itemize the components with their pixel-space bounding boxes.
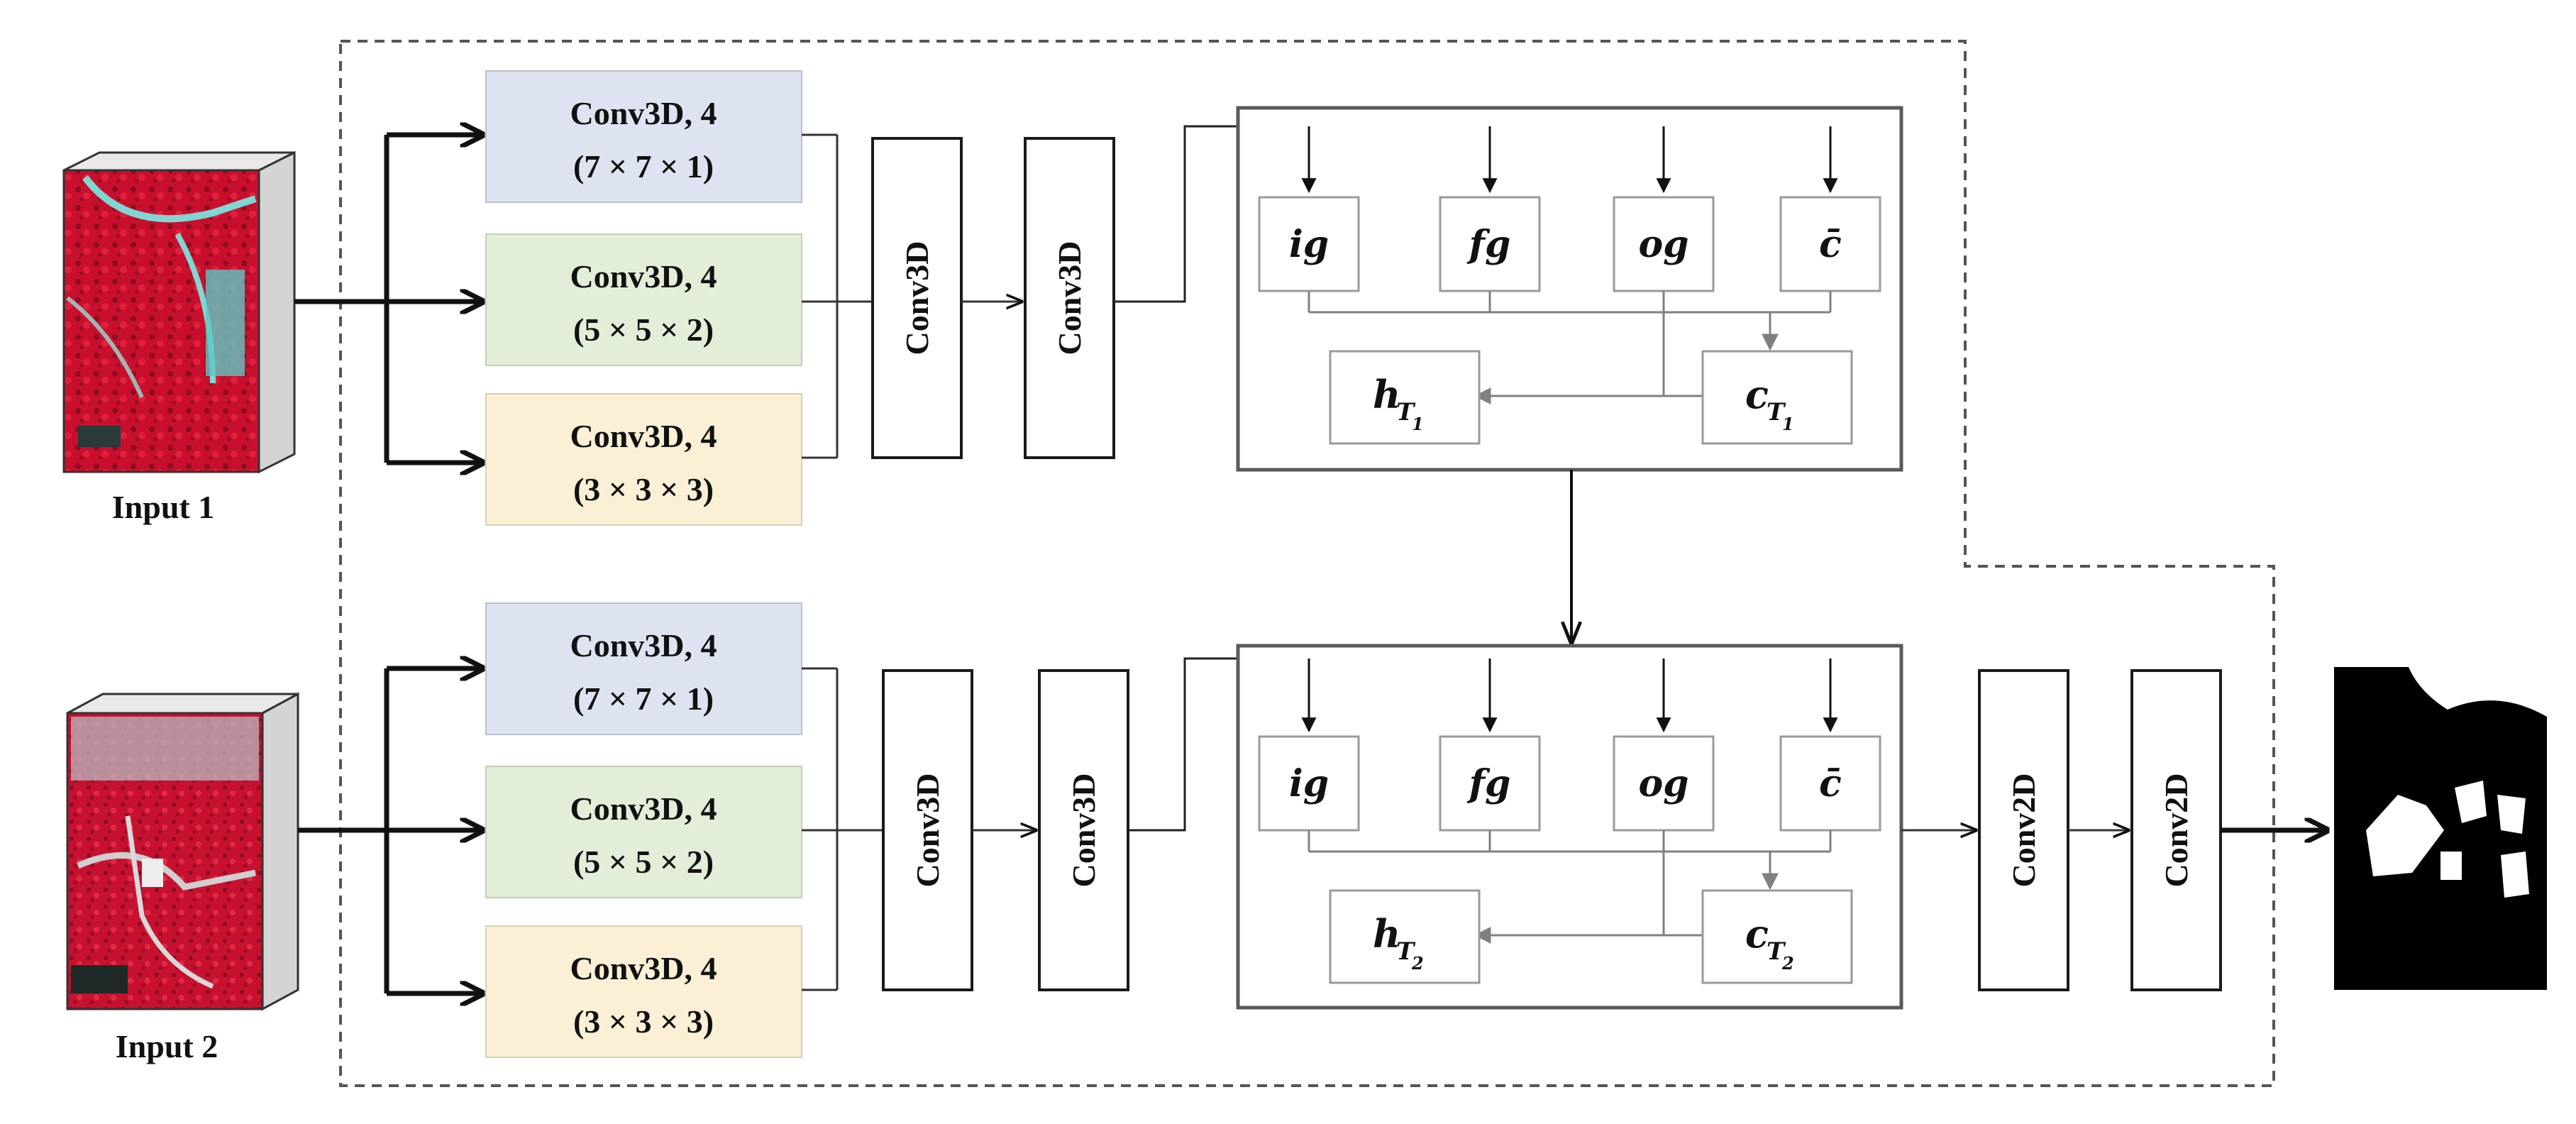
lstm-2-gate-cbar: c̄ xyxy=(1779,735,1881,832)
lstm-2-gate-fg: fg xyxy=(1439,735,1541,832)
input-1-image xyxy=(62,150,296,474)
svg-text:og: og xyxy=(1638,223,1688,266)
input-2-image xyxy=(66,692,299,1011)
branch-2-conv-5x5x2: Conv3D, 4 (5 × 5 × 2) xyxy=(485,766,802,898)
svg-text:c̄: c̄ xyxy=(1819,223,1842,266)
conv2d-2: Conv2D xyxy=(2130,669,2222,991)
lstm-2-cell-state: c T 2 xyxy=(1701,889,1853,984)
branch-1-conv-5x5x2: Conv3D, 4 (5 × 5 × 2) xyxy=(485,233,802,366)
svg-text:Conv2D: Conv2D xyxy=(2006,773,2042,887)
svg-text:ig: ig xyxy=(1289,762,1329,805)
branch-2-conv-7x7x1: Conv3D, 4 (7 × 7 × 1) xyxy=(485,602,802,735)
svg-text:Conv2D: Conv2D xyxy=(2158,773,2194,887)
branch-1-conv-7x7x1: Conv3D, 4 (7 × 7 × 1) xyxy=(485,70,802,203)
lstm-1-gate-ig: ig xyxy=(1258,196,1360,292)
branch-1-conv3d-a: Conv3D xyxy=(871,137,963,459)
svg-text:(3 × 3 × 3): (3 × 3 × 3) xyxy=(573,471,714,507)
svg-text:Conv3D, 4: Conv3D, 4 xyxy=(570,790,717,827)
svg-text:Conv3D, 4: Conv3D, 4 xyxy=(570,95,717,131)
branch-1-fanout xyxy=(294,135,482,463)
svg-text:(7 × 7 × 1): (7 × 7 × 1) xyxy=(573,681,714,717)
svg-text:T: T xyxy=(1396,398,1416,426)
svg-text:2: 2 xyxy=(1781,953,1794,974)
svg-text:Conv3D: Conv3D xyxy=(1066,773,1102,887)
input-2-label: Input 2 xyxy=(116,1028,218,1064)
svg-text:Conv3D, 4: Conv3D, 4 xyxy=(570,418,717,454)
branch-1-merge xyxy=(802,133,873,459)
lstm-cell-2: ig fg og c̄ h T 2 xyxy=(1236,644,1903,1010)
svg-text:c: c xyxy=(1745,911,1769,957)
input-1-label: Input 1 xyxy=(112,489,214,525)
svg-text:(3 × 3 × 3): (3 × 3 × 3) xyxy=(573,1003,714,1040)
lstm-2-gate-og: og xyxy=(1613,735,1715,832)
svg-text:h: h xyxy=(1373,911,1400,957)
branch-2-fanout xyxy=(298,668,482,993)
branch-2-conv3d-b: Conv3D xyxy=(1038,669,1129,991)
conv2d-1: Conv2D xyxy=(1978,669,2069,991)
svg-text:T: T xyxy=(1767,398,1786,426)
svg-text:og: og xyxy=(1638,762,1688,805)
lstm-cell-1: ig fg og c̄ h T 1 xyxy=(1236,106,1903,472)
svg-text:1: 1 xyxy=(1412,414,1424,434)
branch-2-merge xyxy=(802,667,883,991)
branch-1-conv3d-b: Conv3D xyxy=(1024,137,1115,459)
lstm-1-gate-fg: fg xyxy=(1439,196,1541,292)
model-boundary xyxy=(339,40,2275,1087)
svg-text:(7 × 7 × 1): (7 × 7 × 1) xyxy=(573,148,714,184)
svg-text:Conv3D: Conv3D xyxy=(899,241,935,355)
svg-text:2: 2 xyxy=(1411,953,1424,974)
svg-text:h: h xyxy=(1373,372,1400,417)
svg-text:Conv3D: Conv3D xyxy=(910,773,946,887)
change-map-output xyxy=(2334,667,2547,990)
branch-1-conv-3x3x3: Conv3D, 4 (3 × 3 × 3) xyxy=(485,393,802,526)
svg-text:fg: fg xyxy=(1466,762,1511,805)
svg-text:T: T xyxy=(1396,937,1416,966)
svg-text:Conv3D, 4: Conv3D, 4 xyxy=(570,258,717,294)
svg-text:(5 × 5 × 2): (5 × 5 × 2) xyxy=(573,312,714,348)
lstm-2-hidden-state: h T 2 xyxy=(1329,889,1481,984)
svg-text:T: T xyxy=(1767,937,1786,966)
branch-2-conv3d-a: Conv3D xyxy=(882,669,973,991)
svg-text:Conv3D, 4: Conv3D, 4 xyxy=(570,950,717,986)
branch-2-conv-3x3x3: Conv3D, 4 (3 × 3 × 3) xyxy=(485,925,802,1058)
svg-text:Conv3D, 4: Conv3D, 4 xyxy=(570,627,717,663)
svg-text:c̄: c̄ xyxy=(1819,762,1842,805)
lstm-1-gate-og: og xyxy=(1613,196,1715,292)
lstm-2-gate-ig: ig xyxy=(1258,735,1360,832)
lstm-1-hidden-state: h T 1 xyxy=(1329,350,1481,445)
svg-text:ig: ig xyxy=(1289,223,1329,266)
svg-text:fg: fg xyxy=(1466,223,1511,266)
lstm-1-gate-cbar: c̄ xyxy=(1779,196,1881,292)
svg-text:1: 1 xyxy=(1782,414,1794,434)
svg-text:(5 × 5 × 2): (5 × 5 × 2) xyxy=(573,844,714,880)
svg-text:c: c xyxy=(1745,372,1769,417)
svg-text:Conv3D: Conv3D xyxy=(1051,241,1088,355)
lstm-1-cell-state: c T 1 xyxy=(1701,350,1853,445)
